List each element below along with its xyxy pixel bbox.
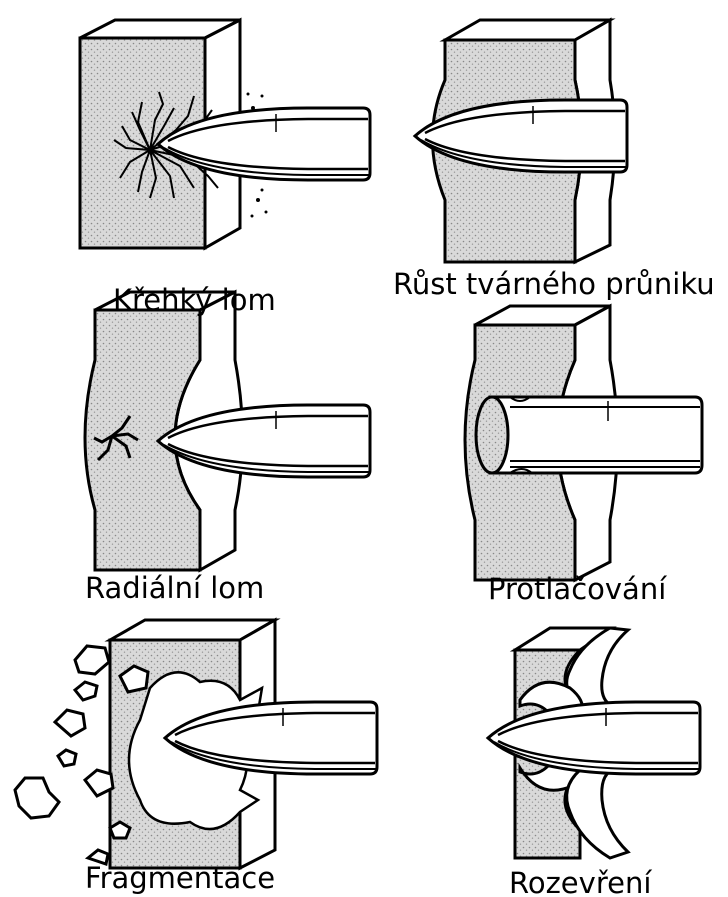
- panel-ductile-hole-growth: [415, 20, 627, 262]
- caption-fragmentation: Fragmentace: [85, 864, 275, 893]
- caption-plugging: Protlačování: [488, 575, 666, 604]
- panel-fragmentation: [15, 620, 377, 868]
- caption-brittle-fracture: Křehký lom: [113, 286, 276, 315]
- panel-brittle-fracture: [80, 20, 370, 248]
- panel-plugging: [465, 306, 702, 580]
- caption-petalling: Rozevření: [509, 869, 651, 897]
- panel-radial-fracture: [85, 292, 370, 570]
- caption-radial-fracture: Radiální lom: [85, 574, 264, 603]
- panel-petalling: [488, 628, 700, 858]
- caption-ductile-hole-growth: Růst tvárného průniku: [393, 270, 715, 299]
